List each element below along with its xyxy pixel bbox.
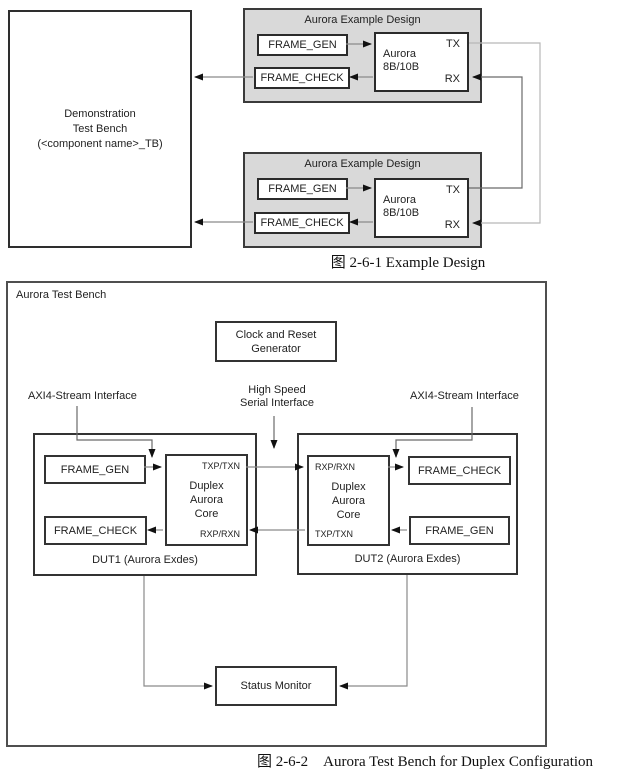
port-rx: RX (444, 219, 460, 231)
frame-check-box: FRAME_CHECK (254, 212, 350, 234)
clock-reset-generator-box: Clock and Reset Generator (215, 321, 337, 362)
core-name: Duplex Aurora Core (173, 479, 240, 521)
core-name-line-3: Core (194, 508, 219, 520)
aurora-example-design-block-1: Aurora Example Design FRAME_GEN FRAME_CH… (243, 8, 482, 103)
demo-box-line-3: (<component name>_TB) (37, 137, 163, 150)
demo-box-line-2: Test Bench (72, 122, 128, 135)
demo-box-line-1: Demonstration (64, 107, 136, 120)
duplex-aurora-core-box: TXP/TXN Duplex Aurora Core RXP/RXN (165, 454, 248, 546)
aurora-8b10b-core-box: Aurora 8B/10B TX RX (374, 178, 469, 238)
aurora-example-design-block-2: Aurora Example Design FRAME_GEN FRAME_CH… (243, 152, 482, 248)
high-speed-label-line-2: Serial Interface (240, 397, 314, 409)
axi4-stream-label-right: AXI4-Stream Interface (410, 390, 519, 402)
caption-figure-2-6-1: 图 2-6-1 Example Design (330, 255, 486, 271)
frame-gen-box: FRAME_GEN (44, 455, 146, 484)
core-name-line-3: Core (336, 508, 361, 521)
dut2-box: RXP/RXN Duplex Aurora Core TXP/TXN FRAME… (297, 433, 518, 575)
clock-box-line-2: Generator (251, 342, 301, 355)
port-rxp-rxn: RXP/RXN (199, 529, 240, 539)
core-name-line-1: Duplex (331, 480, 366, 493)
port-tx: TX (445, 184, 460, 196)
core-name-line-1: Aurora (383, 48, 417, 60)
high-speed-serial-label: High Speed Serial Interface (232, 384, 322, 410)
block-title: Aurora Example Design (304, 14, 421, 26)
core-name-line-2: 8B/10B (383, 61, 420, 73)
port-txp-txn: TXP/TXN (315, 529, 354, 539)
core-name-line-1: Aurora (383, 194, 417, 206)
frame-gen-box: FRAME_GEN (257, 178, 348, 200)
core-name-line-1: Duplex (189, 480, 224, 492)
dut1-label: DUT1 (Aurora Exdes) (92, 554, 198, 566)
port-tx: TX (445, 38, 460, 50)
frame-check-box: FRAME_CHECK (408, 456, 511, 485)
clock-box-line-1: Clock and Reset (235, 328, 317, 341)
dut1-box: FRAME_GEN FRAME_CHECK TXP/TXN Duplex Aur… (33, 433, 257, 576)
core-name: Duplex Aurora Core (315, 480, 382, 522)
duplex-aurora-core-box: RXP/RXN Duplex Aurora Core TXP/TXN (307, 455, 390, 546)
port-rxp-rxn: RXP/RXN (315, 462, 356, 472)
block-title: Aurora Example Design (304, 158, 421, 170)
core-name-line-2: 8B/10B (383, 207, 420, 219)
dut2-label: DUT2 (Aurora Exdes) (354, 553, 461, 565)
aurora-8b10b-core-box: Aurora 8B/10B TX RX (374, 32, 469, 92)
port-rx: RX (444, 73, 460, 85)
axi4-stream-label-left: AXI4-Stream Interface (28, 390, 137, 402)
high-speed-label-line-1: High Speed (248, 384, 306, 396)
demonstration-test-bench-box: Demonstration Test Bench (<component nam… (8, 10, 192, 248)
core-name-line-2: Aurora (189, 494, 224, 506)
frame-gen-box: FRAME_GEN (257, 34, 348, 56)
frame-check-box: FRAME_CHECK (44, 516, 147, 545)
caption-figure-2-6-2: 图 2-6-2 Aurora Test Bench for Duplex Con… (256, 754, 594, 770)
frame-check-box: FRAME_CHECK (254, 67, 350, 89)
frame-gen-box: FRAME_GEN (409, 516, 510, 545)
status-monitor-box: Status Monitor (215, 666, 337, 706)
test-bench-title: Aurora Test Bench (16, 289, 107, 301)
core-name-line-2: Aurora (331, 494, 366, 507)
port-txp-txn: TXP/TXN (201, 461, 240, 471)
